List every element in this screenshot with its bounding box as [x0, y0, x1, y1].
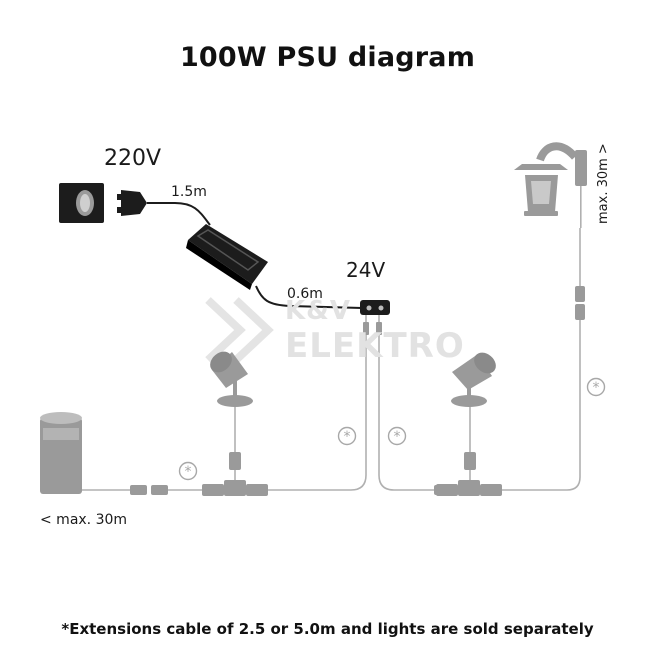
wall-socket-icon: [59, 183, 104, 223]
svg-text:*: *: [593, 380, 600, 396]
extension-marker-icon: *: [337, 426, 357, 446]
mains-cable-length-label: 1.5m: [171, 184, 207, 200]
svg-text:*: *: [344, 429, 351, 445]
max-length-right-label: max. 30m >: [596, 143, 611, 224]
extension-cable-left: [258, 335, 367, 491]
max-length-left-label: < max. 30m: [40, 512, 128, 528]
watermark-text-bottom: ELEKTRO: [285, 326, 465, 366]
watermark-logo-icon: [205, 297, 274, 363]
splitter-connector: [363, 322, 382, 335]
extension-marker-icon: *: [178, 461, 198, 481]
mains-voltage-label: 220V: [104, 146, 162, 171]
footnote: *Extensions cable of 2.5 or 5.0m and lig…: [61, 620, 594, 638]
bollard-light: [40, 412, 82, 494]
extension-marker-icon: *: [586, 377, 606, 397]
extension-cable-right: [378, 335, 434, 491]
spot-light-right: [451, 352, 496, 407]
diagram-title: 100W PSU diagram: [179, 42, 476, 73]
cable-connector: [130, 286, 585, 495]
t-connector-left: [202, 480, 268, 496]
power-supply-unit: [186, 224, 268, 290]
output-cable: [255, 285, 363, 309]
svg-text:*: *: [185, 464, 192, 480]
watermark-text-top: K&V: [285, 296, 351, 326]
svg-text:*: *: [394, 429, 401, 445]
extension-marker-icon: *: [387, 426, 407, 446]
mains-cable: [147, 202, 211, 226]
power-plug-icon: [117, 190, 147, 216]
t-connector-right: [436, 480, 502, 496]
splitter-box: [360, 300, 390, 315]
output-voltage-label: 24V: [346, 258, 386, 282]
spot-light-left: [210, 351, 253, 407]
output-cable-length-label: 0.6m: [287, 286, 323, 302]
cable-right-run: [502, 228, 581, 491]
wall-lantern-light: [514, 142, 587, 228]
